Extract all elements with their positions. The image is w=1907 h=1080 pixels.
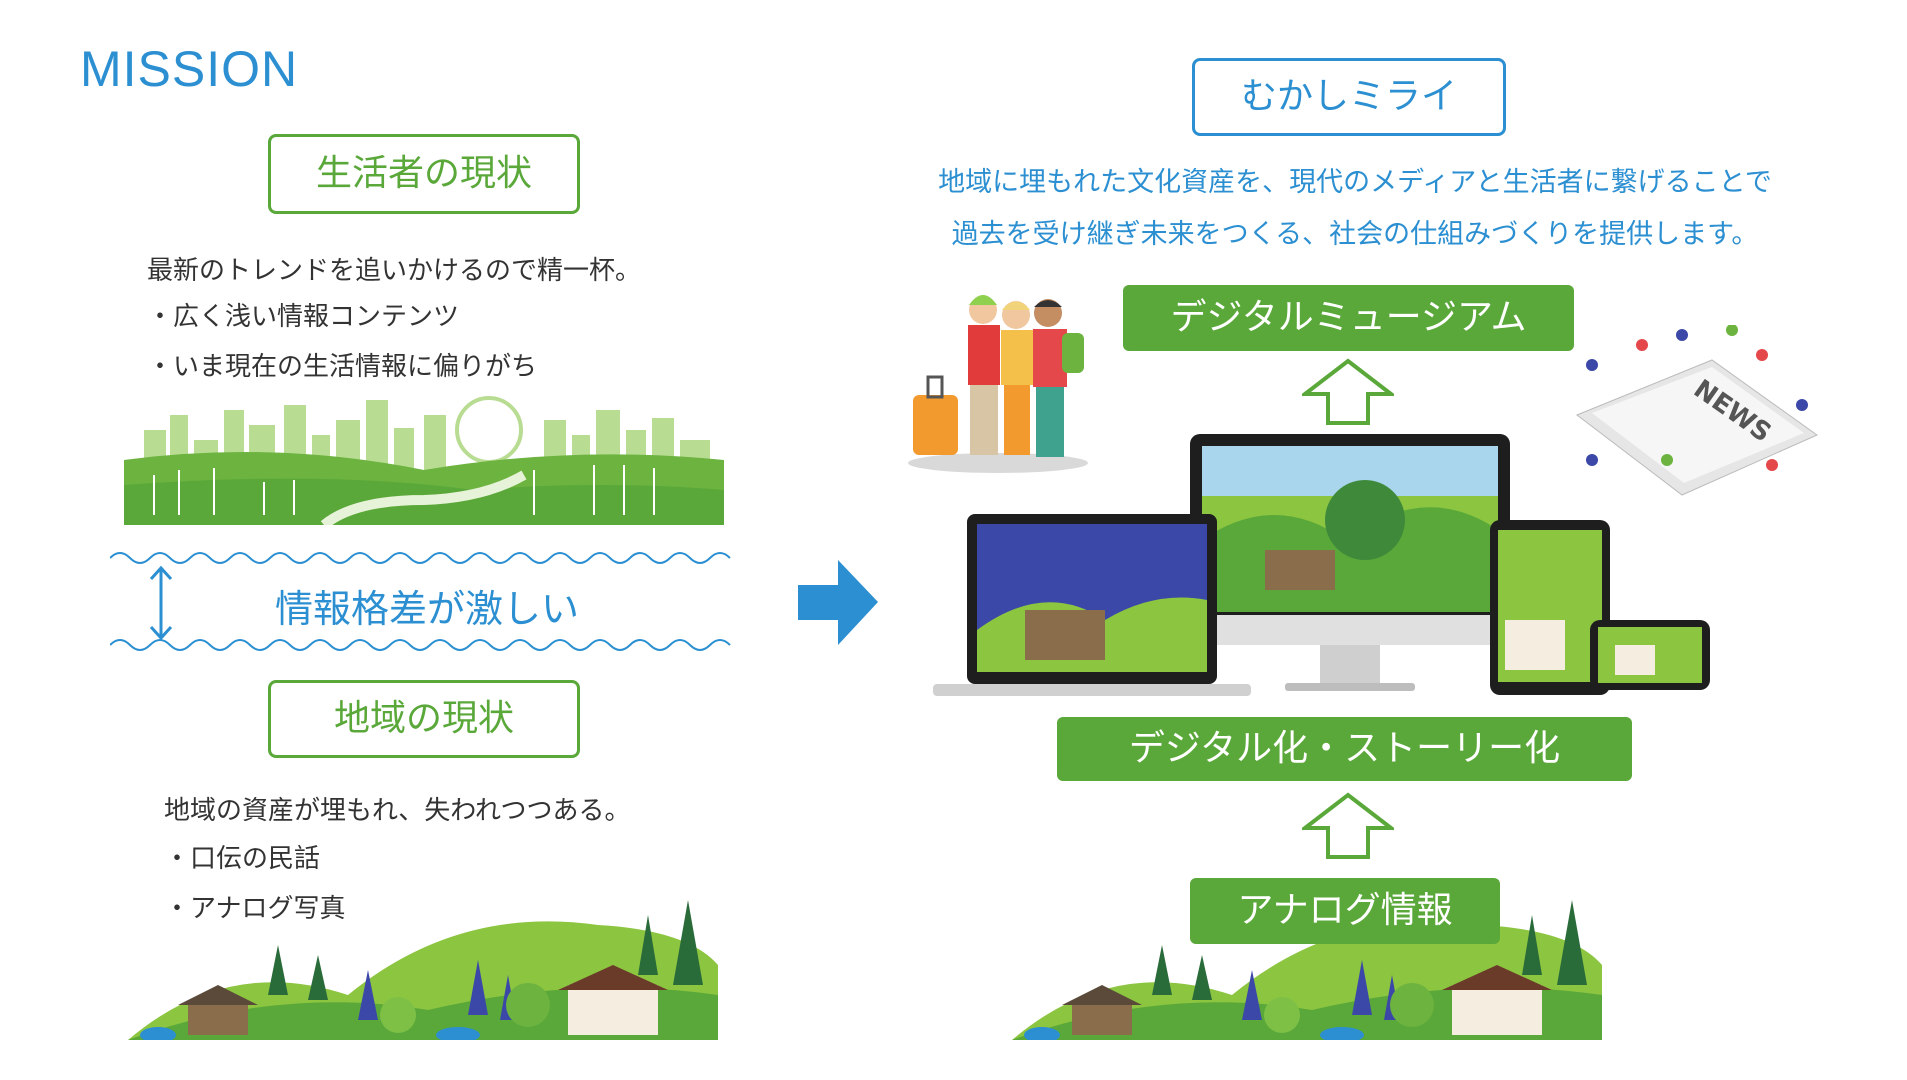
wavy-divider-top xyxy=(110,552,731,564)
description-line-2: 過去を受け継ぎ未来をつくる、社会の仕組みづくりを提供します。 xyxy=(951,219,1759,250)
brand-box: むかしミライ xyxy=(1192,58,1506,136)
analog-info-text: アナログ情報 xyxy=(1237,890,1453,931)
digitization-label: デジタル化・ストーリー化 xyxy=(1057,717,1632,781)
news-illustration: NEWS xyxy=(1576,325,1819,496)
digital-museum-text: デジタルミュージアム xyxy=(1170,297,1527,338)
brand-name: むかしミライ xyxy=(1240,76,1457,117)
page-title: MISSION xyxy=(80,41,299,97)
consumer-line-3: ・いま現在の生活情報に偏りがち xyxy=(147,352,538,382)
up-arrow-icon-bottom xyxy=(1302,792,1394,859)
region-heading: 地域の現状 xyxy=(333,698,514,739)
consumer-line-2: ・広く浅い情報コンテンツ xyxy=(147,302,460,332)
region-line-2: ・口伝の民話 xyxy=(164,844,321,874)
city-illustration xyxy=(124,396,724,525)
right-arrow-icon xyxy=(798,560,878,645)
up-arrow-icon-top xyxy=(1302,358,1394,425)
consumer-line-1: 最新のトレンドを追いかけるので精一杯。 xyxy=(147,256,642,286)
village-illustration-right xyxy=(1012,900,1602,1040)
region-line-3: ・アナログ写真 xyxy=(164,894,346,924)
digitization-text: デジタル化・ストーリー化 xyxy=(1128,728,1561,769)
consumer-heading: 生活者の現状 xyxy=(315,153,532,194)
village-illustration-left xyxy=(128,900,718,1040)
gap-label: 情報格差が激しい xyxy=(275,587,580,631)
tourists-illustration xyxy=(908,295,1088,473)
consumer-heading-box: 生活者の現状 xyxy=(268,134,580,214)
digital-museum-label: デジタルミュージアム xyxy=(1123,285,1574,351)
region-line-1: 地域の資産が埋もれ、失われつつある。 xyxy=(164,796,631,826)
region-heading-box: 地域の現状 xyxy=(268,680,580,758)
wavy-divider-bottom xyxy=(110,639,731,651)
analog-info-label: アナログ情報 xyxy=(1190,878,1500,944)
devices-illustration xyxy=(933,434,1710,696)
description-line-1: 地域に埋もれた文化資産を、現代のメディアと生活者に繋げることで xyxy=(938,167,1772,198)
double-arrow-icon xyxy=(149,565,173,641)
